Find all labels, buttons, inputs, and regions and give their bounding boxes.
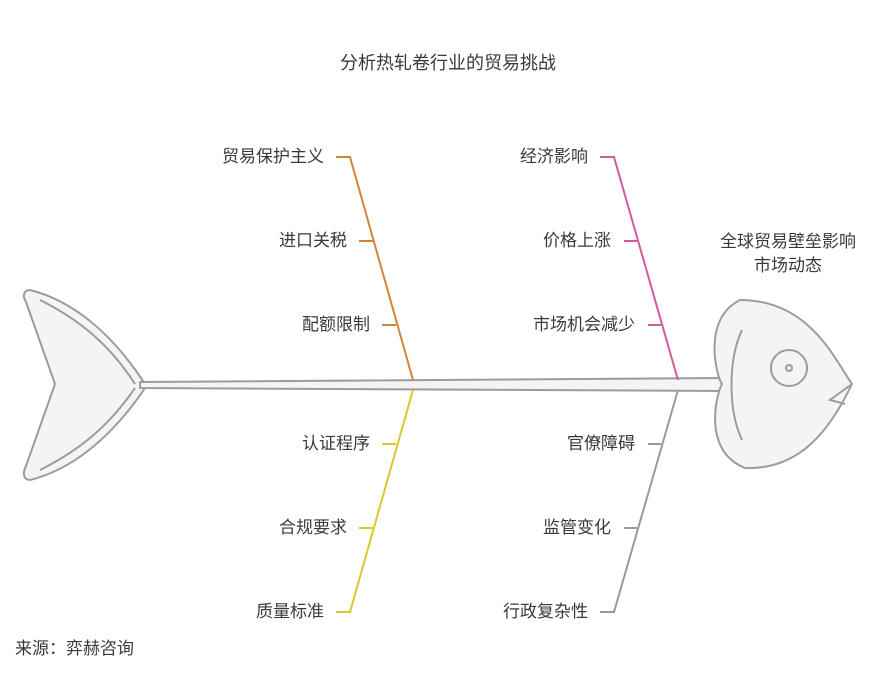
cause-quality-standards: 质量标准 [256,602,324,622]
cause-certification: 认证程序 [302,434,370,454]
effect-label-line2: 市场动态 [754,256,822,276]
bone-bottom-left [336,389,414,613]
cause-economic-impact: 经济影响 [520,147,588,167]
fish-spine [139,376,723,393]
fish-eye-pupil [785,364,793,372]
cause-regulatory-change: 监管变化 [543,518,611,538]
cause-reduced-opportunity: 市场机会减少 [533,315,635,335]
fish-eye [770,349,808,387]
diagram-title: 分析热轧卷行业的贸易挑战 [340,53,556,74]
bone-top-left [336,156,414,381]
cause-administrative-complexity: 行政复杂性 [503,602,588,622]
effect-label: 全球贸易壁垒影响 市场动态 [700,230,876,278]
fish-tail [22,288,146,482]
cause-price-increase: 价格上涨 [543,231,611,251]
cause-bureaucracy: 官僚障碍 [567,434,635,454]
bone-top-right [600,156,679,381]
cause-quota-limits: 配额限制 [302,315,370,335]
fish-tail-inner [39,299,136,385]
fish-mouth [827,383,853,405]
fish-gill [730,329,743,441]
cause-import-tariffs: 进口关税 [279,231,347,251]
cause-trade-protectionism: 贸易保护主义 [222,147,324,167]
bone-bottom-right [600,389,679,613]
source-note: 来源：弈赫咨询 [15,639,134,659]
cause-compliance: 合规要求 [279,518,347,538]
effect-label-line1: 全球贸易壁垒影响 [720,232,856,252]
